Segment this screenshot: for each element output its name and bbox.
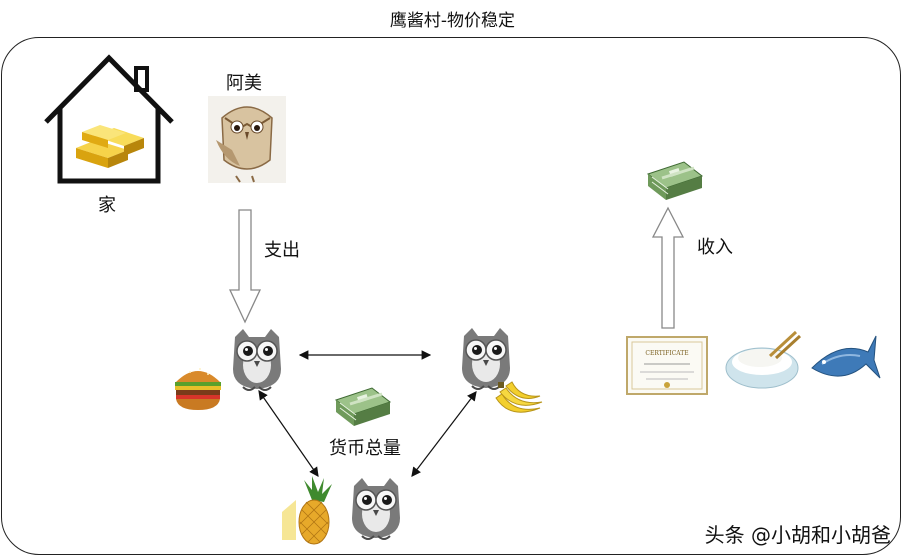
pineapple-icon xyxy=(282,476,332,545)
diagram-frame xyxy=(1,37,901,555)
banana-icon xyxy=(495,381,543,413)
spend-label: 支出 xyxy=(264,240,300,261)
gold-bars-icon xyxy=(76,125,144,168)
certificate-icon: CERTIFICATE xyxy=(626,336,708,395)
certificate-text: CERTIFICATE xyxy=(645,350,688,357)
person-label: 阿美 xyxy=(226,73,262,94)
money-stack-icon xyxy=(646,160,704,202)
home-label: 家 xyxy=(98,195,116,216)
watermark-text: 头条 @小胡和小胡爸 xyxy=(704,523,891,547)
trade-arrow xyxy=(258,390,319,477)
page-title: 鹰酱村-物价稳定 xyxy=(389,11,516,31)
money-supply-label: 货币总量 xyxy=(329,438,401,459)
house-icon xyxy=(44,54,174,184)
rice-bowl-icon xyxy=(725,330,802,389)
spend-arrow xyxy=(228,209,262,324)
owl-icon xyxy=(351,477,401,540)
trade-arrow xyxy=(411,391,477,477)
fish-icon xyxy=(811,335,881,379)
income-arrow xyxy=(651,206,685,329)
owl-portrait-icon xyxy=(208,96,286,183)
hamburger-icon xyxy=(175,368,221,410)
owl-icon xyxy=(232,328,282,391)
income-label: 收入 xyxy=(697,237,733,258)
owl-icon xyxy=(461,327,511,390)
money-stack-icon xyxy=(334,386,392,428)
